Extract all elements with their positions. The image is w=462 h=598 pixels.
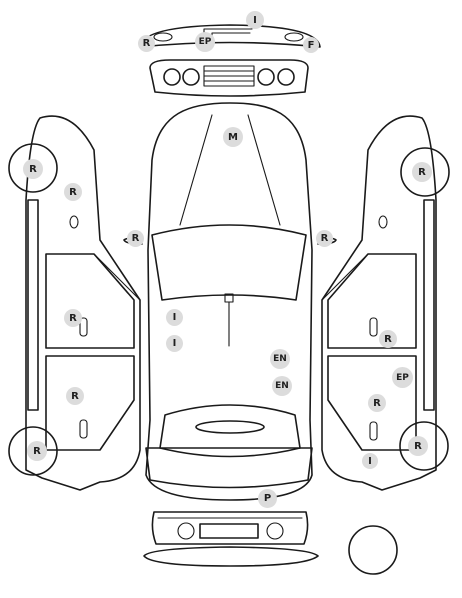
right-front-handle <box>369 317 378 337</box>
right-side-view <box>321 115 450 491</box>
trunk-spoiler <box>195 420 265 434</box>
right-front-door-panel <box>327 253 417 349</box>
marker-trunk: P <box>258 489 277 508</box>
headlight-left-1 <box>163 68 181 86</box>
fog-light-left <box>153 32 173 42</box>
left-rear-door-panel <box>45 355 135 451</box>
marker-front-bumper-left: R <box>138 35 155 52</box>
left-a-pillar <box>93 253 141 301</box>
marker-right-front-wheel: R <box>412 162 432 182</box>
front-grille-slot <box>211 32 251 38</box>
taillight-left <box>177 522 195 540</box>
headlight-left-2 <box>182 68 200 86</box>
left-front-tire <box>8 143 58 193</box>
license-plate <box>199 523 259 539</box>
marker-right-rear-quarter: I <box>362 453 378 469</box>
marker-left-front-wheel: R <box>23 159 43 179</box>
marker-left-front-door: R <box>64 309 82 327</box>
right-rear-tire <box>399 421 449 471</box>
marker-right-front-door: R <box>379 330 397 348</box>
marker-left-mirror: R <box>127 230 144 247</box>
marker-left-front-fender: R <box>64 183 82 201</box>
headlight-right-1 <box>257 68 275 86</box>
headlight-right-2 <box>277 68 295 86</box>
left-side-body <box>25 115 141 491</box>
rear-face-shape <box>151 511 309 545</box>
rear-bumper-top <box>145 447 313 489</box>
marker-right-rear-door-1: EP <box>392 367 413 388</box>
top-view <box>123 102 337 501</box>
left-rocker <box>27 199 39 411</box>
marker-roof-1: I <box>166 309 183 326</box>
fog-light-right <box>284 32 304 42</box>
body-outline-top <box>145 102 313 501</box>
marker-left-rear-door: R <box>66 387 84 405</box>
marker-right-rear-wheel: R <box>408 436 428 456</box>
marker-right-rear-door-2: R <box>368 394 386 412</box>
rear-view <box>143 511 319 567</box>
front-grille-bars <box>203 70 255 82</box>
hood-creases <box>179 114 281 226</box>
marker-right-mirror: R <box>316 230 333 247</box>
right-rear-door-panel <box>327 355 417 451</box>
marker-front-bumper-center: EP <box>195 32 215 52</box>
marker-roof-rear-2: EN <box>272 376 292 396</box>
left-side-view <box>8 115 141 491</box>
left-fuel-door <box>69 215 79 229</box>
front-face-shape <box>149 59 309 97</box>
left-rear-tire <box>8 426 58 476</box>
marker-roof-front: I <box>246 11 264 29</box>
marker-roof-rear-1: EN <box>270 349 290 369</box>
right-rocker <box>423 199 435 411</box>
right-rear-handle <box>369 421 378 441</box>
taillight-right <box>266 522 284 540</box>
marker-left-rear-wheel: R <box>27 441 47 461</box>
marker-hood: M <box>223 127 243 147</box>
left-front-handle <box>79 317 88 337</box>
marker-front-bumper-right: F <box>303 37 319 53</box>
marker-roof-2: I <box>166 335 183 352</box>
front-view <box>139 21 321 97</box>
front-bumper-shape <box>139 24 321 48</box>
spare-wheel-circle <box>348 525 398 575</box>
right-fuel-door <box>378 215 388 229</box>
left-rear-handle <box>79 419 88 439</box>
rear-window <box>159 404 301 458</box>
right-a-pillar <box>321 253 369 301</box>
windshield <box>151 224 307 301</box>
right-front-tire <box>400 147 450 197</box>
rear-bumper-shape <box>143 546 319 567</box>
left-front-door-panel <box>45 253 135 349</box>
right-side-body <box>321 115 437 491</box>
